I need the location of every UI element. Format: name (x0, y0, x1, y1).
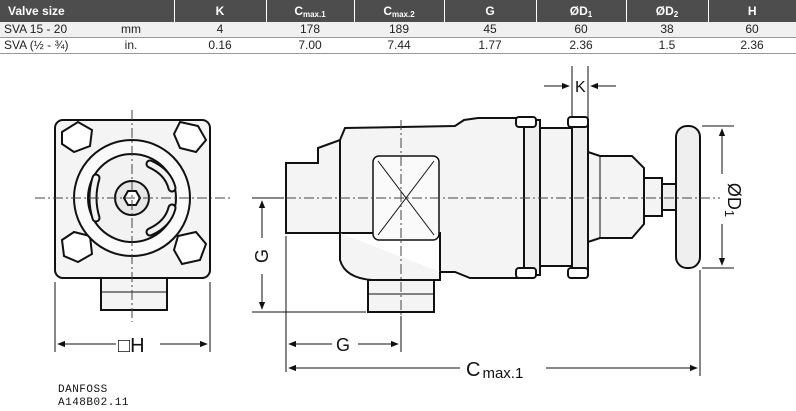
cell-g: 45 (444, 22, 536, 38)
row-unit: in. (88, 37, 174, 54)
side-centerlines (268, 120, 720, 322)
dim-d1 (702, 125, 734, 269)
dim-h-label: □H (118, 335, 145, 357)
header-valve-size: Valve size (0, 0, 174, 22)
dim-g-vertical (252, 197, 366, 313)
flange-middle (539, 127, 573, 267)
cell-d2: 38 (626, 22, 708, 38)
cell-cmax2: 189 (354, 22, 444, 38)
dimension-table: Valve size K Cmax.1 Cmax.2 G ØD1 ØD2 H S… (0, 0, 796, 54)
cell-k: 4 (174, 22, 266, 38)
row-name: SVA 15 - 20 (0, 22, 88, 38)
front-view (54, 119, 211, 311)
handwheel-side (675, 125, 701, 269)
header-cmax1: Cmax.1 (265, 0, 354, 22)
dim-g-vertical-label: G (252, 249, 272, 263)
front-outlet-stub (100, 277, 168, 311)
table-header-row: Valve size K Cmax.1 Cmax.2 G ØD1 ØD2 H (0, 0, 796, 22)
row-unit: mm (88, 22, 174, 38)
side-view (285, 116, 701, 313)
dim-cmax1 (288, 270, 701, 376)
bonnet (587, 150, 645, 244)
front-centerlines (35, 110, 230, 322)
header-g: G (443, 0, 536, 22)
corner-bolt (172, 120, 208, 154)
corner-bolt (172, 230, 208, 266)
cell-cmax1: 7.00 (266, 37, 354, 54)
flange-bolt-head (515, 267, 537, 279)
dim-d1-label: ØD1 (722, 183, 744, 217)
spindle (643, 177, 663, 217)
cell-d1: 60 (536, 22, 626, 38)
cell-g: 1.77 (444, 37, 536, 54)
corner-bolt (60, 230, 94, 264)
dim-k-label: K (575, 79, 586, 96)
header-d2: ØD2 (625, 0, 708, 22)
footer-drawing-code: A148B02.11 (58, 397, 130, 409)
table-row: SVA (½ - ¾) in. 0.16 7.00 7.44 1.77 2.36… (0, 37, 796, 54)
header-cmax2: Cmax.2 (353, 0, 444, 22)
dim-h (54, 282, 211, 352)
dim-g-horizontal-label: G (336, 335, 350, 355)
flange-bolt-head (515, 116, 537, 128)
footer-brand: DANFOSS (58, 384, 108, 396)
corner-bolt (61, 120, 94, 154)
cell-k: 0.16 (174, 37, 266, 54)
header-h: H (707, 0, 796, 22)
valve-technical-drawing: □H (35, 66, 744, 382)
cell-d2: 1.5 (626, 37, 708, 54)
cell-d1: 2.36 (536, 37, 626, 54)
header-d1: ØD1 (535, 0, 626, 22)
flange-bolt-head (567, 116, 589, 128)
row-name: SVA (½ - ¾) (0, 37, 88, 54)
cell-h: 60 (708, 22, 796, 38)
dim-k (544, 66, 616, 118)
table-row: SVA 15 - 20 mm 4 178 189 45 60 38 60 (0, 22, 796, 38)
cell-h: 2.36 (708, 37, 796, 54)
cell-cmax2: 7.44 (354, 37, 444, 54)
flange-bolt-head (567, 267, 589, 279)
dim-g-horizontal (285, 236, 402, 372)
cell-cmax1: 178 (266, 22, 354, 38)
header-k: K (173, 0, 266, 22)
